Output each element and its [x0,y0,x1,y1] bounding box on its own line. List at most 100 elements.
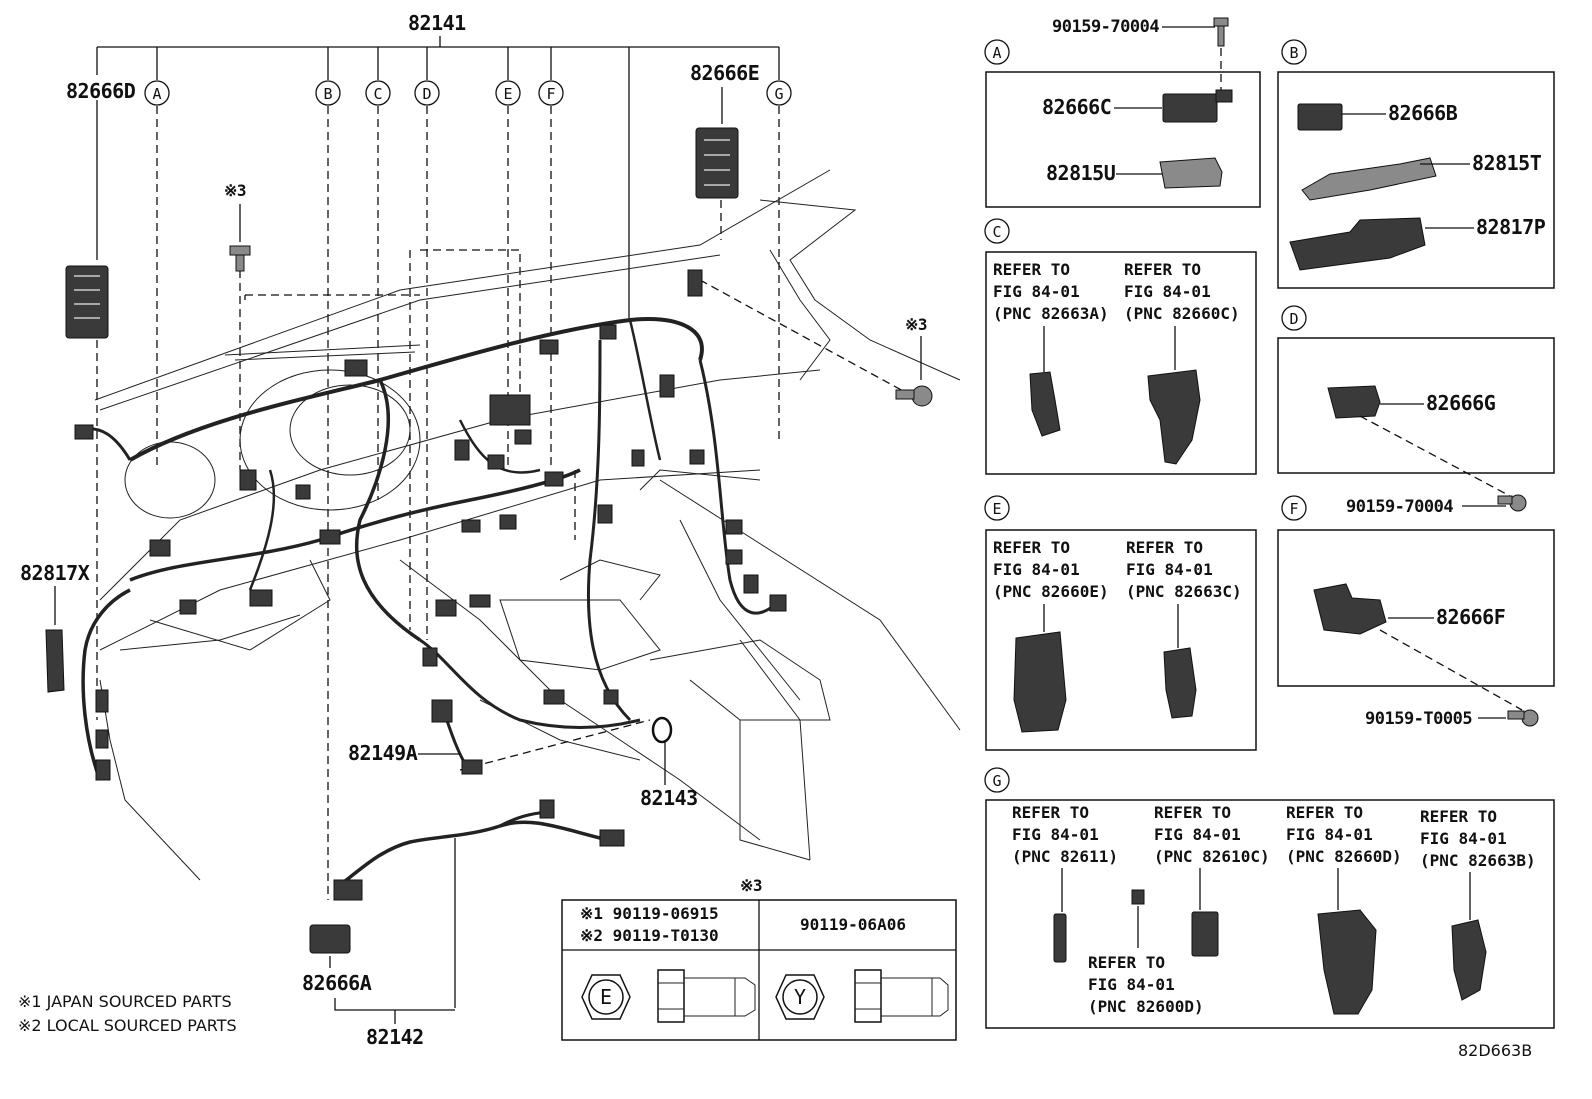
bolt-table-right-pn: 90119-06A06 [800,915,906,934]
part-label-82666C[interactable]: 82666C [1042,95,1112,119]
screw-icon [1507,709,1539,727]
main-callouts: A B C D E F G [144,80,792,106]
svg-text:FIG 84-01: FIG 84-01 [1012,825,1099,844]
svg-text:REFER TO: REFER TO [1154,803,1231,822]
part-82142: 82666A 82142 [302,799,625,1049]
part-label-82143[interactable]: 82143 [640,786,698,810]
part-82141-bracket: 82141 [96,11,780,318]
cover-82815T-icon [1301,157,1437,201]
callout-d[interactable]: D [414,80,440,106]
part-label-90159-T0005[interactable]: 90159-T0005 [1365,709,1473,729]
svg-text:(PNC 82600D): (PNC 82600D) [1088,997,1204,1016]
svg-text:(PNC 82663C): (PNC 82663C) [1126,582,1242,601]
part-label-82142[interactable]: 82142 [366,1025,424,1049]
svg-text:A: A [992,44,1001,62]
footnote-local: ※2 LOCAL SOURCED PARTS [18,1016,237,1035]
callout-e[interactable]: E [495,80,521,106]
connector-82666A-icon [309,924,351,954]
cover-82817P-icon [1289,217,1426,271]
cover-82815U-icon [1159,157,1223,189]
svg-text:D: D [422,85,431,103]
part-label-82666A[interactable]: 82666A [302,971,372,995]
svg-text:REFER TO: REFER TO [1420,807,1497,826]
svg-text:FIG 84-01: FIG 84-01 [1126,560,1213,579]
svg-text:※3: ※3 [905,315,927,334]
callout-leaders [96,106,906,900]
bolt-table-line-1: ※1 90119-06915 [580,904,719,923]
connector-82666C-icon [1162,93,1218,123]
part-label-82817X[interactable]: 82817X [20,561,90,585]
bolt-table-line-2: ※2 90119-T0130 [580,926,719,945]
connector-82666D-icon [65,265,109,339]
svg-text:(PNC 82610C): (PNC 82610C) [1154,847,1270,866]
part-label-90159-70004-d[interactable]: 90159-70004 [1346,497,1454,517]
connector-82666G-icon [1327,385,1381,419]
bracket-82663A-icon [1029,371,1061,437]
part-label-82141[interactable]: 82141 [408,11,467,35]
svg-text:FIG 84-01: FIG 84-01 [1286,825,1373,844]
bolt-head-mark-y-icon: Y [775,974,825,1020]
panel-d: D 82666G 90159-70004 [1277,305,1555,517]
panel-f: F 82666F 90159-T0005 [1277,495,1555,729]
part-label-90159-70004-a[interactable]: 90159-70004 [1052,17,1160,37]
bolt-head-mark-e-icon: E [581,974,631,1020]
svg-text:B: B [1289,44,1298,62]
svg-text:REFER TO: REFER TO [1126,538,1203,557]
callout-c[interactable]: C [365,80,391,106]
footnote-japan: ※1 JAPAN SOURCED PARTS [18,992,232,1011]
clip-82817X-icon [45,629,65,693]
panel-c: C REFER TO FIG 84-01 (PNC 82663A) REFER … [984,218,1257,475]
bolt-table: ※3 ※1 90119-06915 ※2 90119-T0130 90119-0… [561,876,957,1041]
dashboard-outline [94,169,961,881]
bolt-icon [229,245,251,272]
svg-text:A: A [152,85,161,103]
block-82660D-icon [1317,909,1377,1015]
svg-text:G: G [774,85,783,103]
part-label-82666G[interactable]: 82666G [1426,391,1496,415]
svg-text:B: B [323,85,332,103]
bolt-main-right: ※3 [895,315,933,407]
callout-b[interactable]: B [315,80,341,106]
svg-text:REFER TO: REFER TO [1012,803,1089,822]
part-82817X: 82817X [20,561,90,693]
svg-text:REFER TO: REFER TO [1286,803,1363,822]
svg-text:E: E [503,85,512,103]
svg-text:C: C [373,85,382,103]
svg-text:REFER TO: REFER TO [993,260,1070,279]
bracket-82663B-icon [1451,919,1487,1001]
svg-text:REFER TO: REFER TO [993,538,1070,557]
part-label-82817P[interactable]: 82817P [1476,215,1546,239]
svg-text:REFER TO: REFER TO [1124,260,1201,279]
screw-icon [1497,494,1527,512]
svg-text:C: C [992,223,1001,241]
panel-g: G REFER TO FIG 84-01 (PNC 82611) REFER T… [984,767,1555,1029]
svg-text:(PNC 82663A): (PNC 82663A) [993,304,1109,323]
part-82149A: 82149A [348,699,483,775]
bolt-icon [895,385,933,407]
part-label-82149A[interactable]: 82149A [348,741,418,765]
part-label-82815U[interactable]: 82815U [1046,161,1116,185]
bolt-side-y-icon [854,969,949,1023]
part-label-82666F[interactable]: 82666F [1436,605,1506,629]
bracket-82660C-icon [1147,369,1201,465]
part-82666D: 82666D [65,79,136,339]
diagram-code: 82D663B [1458,1041,1532,1060]
part-label-82666B[interactable]: 82666B [1388,101,1458,125]
part-label-82666E[interactable]: 82666E [690,61,760,85]
callout-f[interactable]: F [538,80,564,106]
connector-82666F-icon [1313,583,1387,635]
svg-text:D: D [1289,310,1298,328]
callout-a[interactable]: A [144,80,170,106]
grommet-icon [651,716,673,744]
svg-text:(PNC 82660E): (PNC 82660E) [993,582,1109,601]
panel-e: E REFER TO FIG 84-01 (PNC 82660E) REFER … [984,495,1257,751]
connector-82666E-icon [695,127,739,199]
svg-text:※3: ※3 [740,876,762,895]
block-82660E-icon [1013,631,1067,733]
bracket-82663C-icon [1163,647,1197,719]
part-label-82666D[interactable]: 82666D [66,79,136,103]
part-label-82815T[interactable]: 82815T [1472,151,1542,175]
callout-g[interactable]: G [766,80,792,106]
part-82666E: 82666E [690,61,760,199]
